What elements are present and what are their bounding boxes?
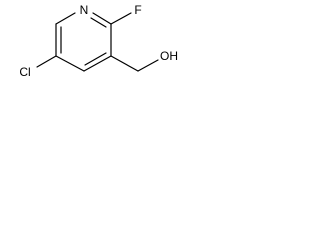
substituents [36, 12, 159, 72]
atom-labels: N F Cl OH [19, 3, 178, 79]
atom-label-fluorine: F [134, 3, 141, 17]
bond-c4-c5 [55, 55, 85, 72]
atom-label-hydroxyl: OH [160, 49, 178, 63]
atom-label-chlorine: Cl [19, 65, 30, 79]
bond-c3-ch2 [110, 55, 139, 72]
chemical-structure: N F Cl OH [19, 3, 178, 79]
bond-ch2-o [137, 59, 159, 72]
bond-c2-f [110, 12, 132, 25]
bond-c5-cl [36, 55, 57, 68]
bond-c6-n1 [55, 12, 76, 25]
bond-c3-c4-inner [84, 52, 107, 66]
structure-canvas: N F Cl OH [0, 0, 205, 97]
bond-n1-c2 [92, 12, 112, 25]
bond-n1-c2-inner [90, 17, 107, 28]
pyridine-ring [55, 12, 112, 72]
bond-c3-c4 [83, 55, 112, 72]
atom-label-nitrogen: N [80, 3, 89, 17]
